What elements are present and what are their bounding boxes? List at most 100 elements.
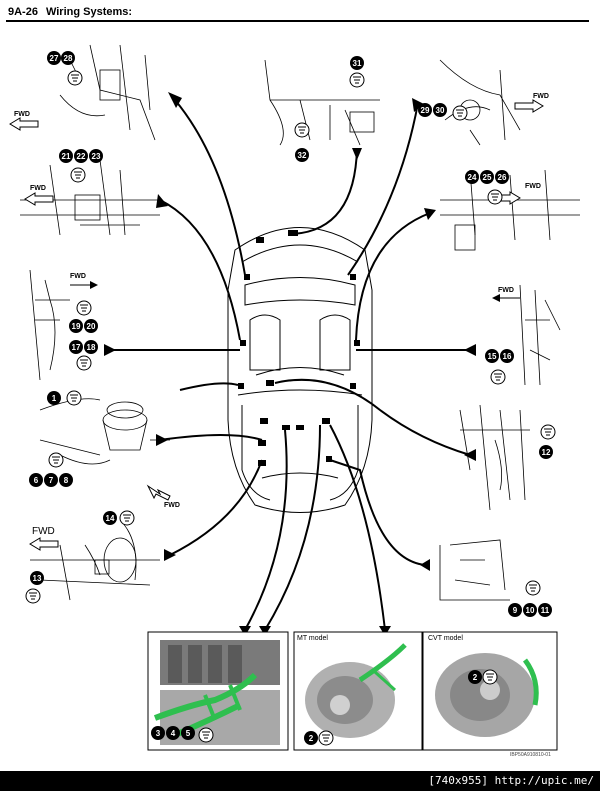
callout-12: 12: [539, 445, 553, 459]
callout-18: 18: [84, 340, 98, 354]
svg-text:24: 24: [468, 173, 477, 182]
callout-6: 6: [29, 473, 43, 487]
callout-15: 15: [485, 349, 499, 363]
callout-4: 4: [166, 726, 180, 740]
callout-21: 21: [59, 149, 73, 163]
detail-top-left: [59, 44, 156, 141]
svg-text:23: 23: [92, 152, 101, 161]
callout-24: 24: [465, 170, 479, 184]
photo-panel-cvt: [422, 631, 558, 751]
fwd-arrow-left-lower: FWD: [29, 526, 59, 551]
svg-text:FWD: FWD: [533, 93, 549, 100]
callout-30: 30: [433, 103, 447, 117]
svg-text:FWD: FWD: [525, 183, 541, 190]
svg-text:FWD: FWD: [32, 526, 55, 537]
callout-3: 3: [151, 726, 165, 740]
mt-model-label: MT model: [297, 635, 328, 642]
svg-text:12: 12: [542, 448, 551, 457]
callout-29: 29: [418, 103, 432, 117]
callout-2-cvt: 2: [468, 670, 482, 684]
callout-9: 9: [508, 603, 522, 617]
svg-text:15: 15: [488, 352, 497, 361]
svg-text:17: 17: [72, 343, 81, 352]
svg-text:27: 27: [50, 54, 59, 63]
car-connectors: [238, 230, 360, 466]
svg-text:2: 2: [473, 673, 478, 682]
svg-text:25: 25: [483, 173, 492, 182]
watermark-text: [740x955] http://upic.me/: [428, 774, 594, 787]
callout-27: 27: [47, 51, 61, 65]
detail-right-lower: [459, 404, 530, 511]
fwd-arrow-upper-left: FWD: [24, 185, 54, 206]
cvt-model-label: CVT model: [428, 635, 463, 642]
leader-lines: [110, 99, 471, 631]
svg-text:26: 26: [498, 173, 507, 182]
detail-right-mid: [519, 284, 561, 386]
callout-8: 8: [59, 473, 73, 487]
callout-25: 25: [480, 170, 494, 184]
callout-23: 23: [89, 149, 103, 163]
svg-text:1: 1: [52, 394, 57, 403]
fwd-arrow-top-left: FWD: [9, 111, 39, 131]
detail-top-center: [264, 59, 380, 146]
callout-16: 16: [500, 349, 514, 363]
fwd-arrow-right-mid: FWD: [492, 287, 520, 302]
svg-text:30: 30: [436, 106, 445, 115]
svg-text:FWD: FWD: [14, 111, 30, 118]
fwd-arrow-upper-right: FWD: [491, 183, 541, 205]
svg-text:14: 14: [106, 514, 115, 523]
callout-17: 17: [69, 340, 83, 354]
detail-upper-left: [20, 159, 160, 236]
callout-1: 1: [47, 391, 61, 405]
svg-text:31: 31: [353, 59, 362, 68]
detail-left-lower: [30, 519, 160, 601]
svg-text:16: 16: [503, 352, 512, 361]
svg-text:20: 20: [87, 322, 96, 331]
callout-32: 32: [295, 148, 309, 162]
page-number: 9A-26: [8, 6, 38, 18]
svg-text:8: 8: [64, 476, 69, 485]
detail-top-right: [439, 59, 521, 146]
callout-14: 14: [103, 511, 117, 525]
svg-text:5: 5: [186, 729, 191, 738]
callouts: 27 28 31 32 29 30 21 22 23 24 25 26 19 2…: [29, 51, 553, 745]
svg-text:6: 6: [34, 476, 39, 485]
svg-text:FWD: FWD: [70, 273, 86, 280]
svg-text:9: 9: [513, 606, 518, 615]
callout-11: 11: [538, 603, 552, 617]
svg-text:21: 21: [62, 152, 71, 161]
callout-19: 19: [69, 319, 83, 333]
fwd-arrow-top-right: FWD: [514, 93, 549, 113]
header-rule: [6, 20, 589, 22]
svg-text:11: 11: [541, 606, 550, 615]
callout-28: 28: [61, 51, 75, 65]
svg-text:2: 2: [309, 734, 314, 743]
svg-text:4: 4: [171, 729, 176, 738]
fwd-arrow-left-mid: FWD: [70, 273, 98, 289]
page-header: 9A-26 Wiring Systems:: [8, 6, 132, 18]
svg-text:13: 13: [33, 574, 42, 583]
detail-right-bottom: [439, 539, 510, 601]
svg-text:FWD: FWD: [498, 287, 514, 294]
svg-text:19: 19: [72, 322, 81, 331]
page-title: Wiring Systems:: [45, 6, 133, 18]
callout-31: 31: [350, 56, 364, 70]
detail-left-mid: [29, 269, 70, 381]
svg-text:18: 18: [87, 343, 96, 352]
car-body-outline: [227, 227, 373, 513]
pointer-tips: [104, 92, 476, 636]
callout-2-mt: 2: [304, 731, 318, 745]
callout-22: 22: [74, 149, 88, 163]
svg-text:7: 7: [49, 476, 54, 485]
photo-panel-mt: [293, 631, 423, 751]
callout-7: 7: [44, 473, 58, 487]
callout-26: 26: [495, 170, 509, 184]
callout-5: 5: [181, 726, 195, 740]
svg-text:22: 22: [77, 152, 86, 161]
detail-upper-right: [440, 169, 580, 251]
svg-text:10: 10: [526, 606, 535, 615]
svg-text:29: 29: [421, 106, 430, 115]
watermark-bar: [740x955] http://upic.me/: [0, 771, 600, 791]
svg-text:FWD: FWD: [30, 185, 46, 192]
